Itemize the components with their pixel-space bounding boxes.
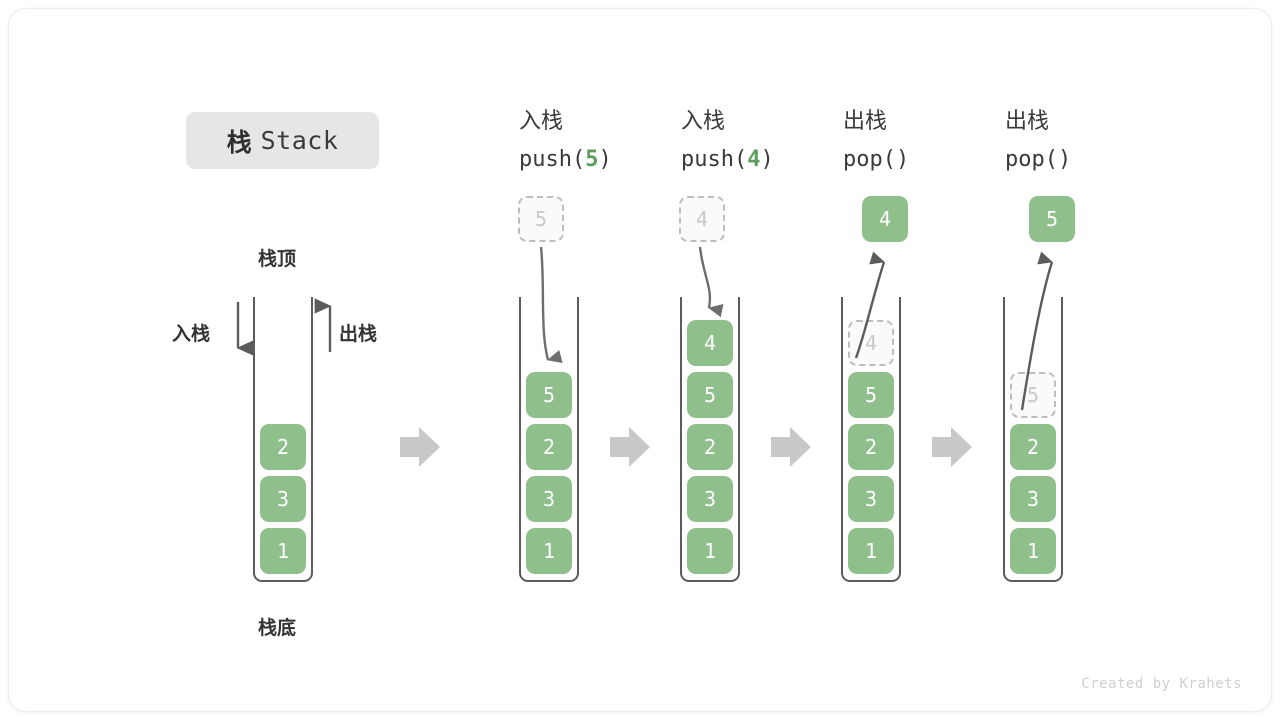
stack-cell: 3 [526,476,572,522]
caption-code: push(4) [681,147,774,172]
stack-container-pop-5 [1003,297,1063,582]
title-cjk: 栈 [226,127,252,157]
stack-container-push-5 [519,297,579,582]
stack-cell: 1 [848,528,894,574]
stack-cell: 1 [526,528,572,574]
stack-container-push-4 [680,297,740,582]
stack-ghost-cell: 5 [1010,372,1056,418]
caption-code: push(5) [519,147,612,172]
label-pop-side: 出栈 [339,323,378,345]
label-push-side: 入栈 [172,323,211,345]
stack-cell: 5 [848,372,894,418]
stack-container-pop-4 [841,297,901,582]
stack-cell: 1 [1010,528,1056,574]
stack-cell: 2 [1010,424,1056,470]
caption-code: pop() [1005,147,1072,172]
stack-cell: 3 [1010,476,1056,522]
stack-cell: 2 [687,424,733,470]
stack-cell: 1 [260,528,306,574]
stack-cell: 2 [848,424,894,470]
diagram-title-chip: 栈 Stack [186,112,379,169]
stack-cell: 3 [848,476,894,522]
stack-cell: 4 [687,320,733,366]
stack-cell: 1 [687,528,733,574]
floating-ghost-cell: 5 [518,196,564,242]
stack-cell: 2 [260,424,306,470]
caption-cjk: 入栈 [519,109,564,134]
caption-code: pop() [843,147,910,172]
stack-cell: 2 [526,424,572,470]
caption-cjk: 出栈 [843,109,888,134]
label-stack-bottom: 栈底 [258,617,297,639]
title-english: Stack [260,126,339,155]
floating-popped-cell: 4 [862,196,908,242]
stack-cell: 3 [260,476,306,522]
caption-push-4: 入栈 push(4) [681,103,831,179]
caption-pop-4: 出栈 pop() [843,103,993,179]
caption-cjk: 出栈 [1005,109,1050,134]
floating-popped-cell: 5 [1029,196,1075,242]
stack-cell: 5 [526,372,572,418]
caption-push-5: 入栈 push(5) [519,103,669,179]
stack-container-initial [253,297,313,582]
watermark: Created by Krahets [1081,676,1242,692]
caption-cjk: 入栈 [681,109,726,134]
stack-ghost-cell: 4 [848,320,894,366]
caption-pop-5: 出栈 pop() [1005,103,1155,179]
label-stack-top: 栈顶 [258,248,297,270]
stack-cell: 3 [687,476,733,522]
floating-ghost-cell: 4 [679,196,725,242]
stack-cell: 5 [687,372,733,418]
